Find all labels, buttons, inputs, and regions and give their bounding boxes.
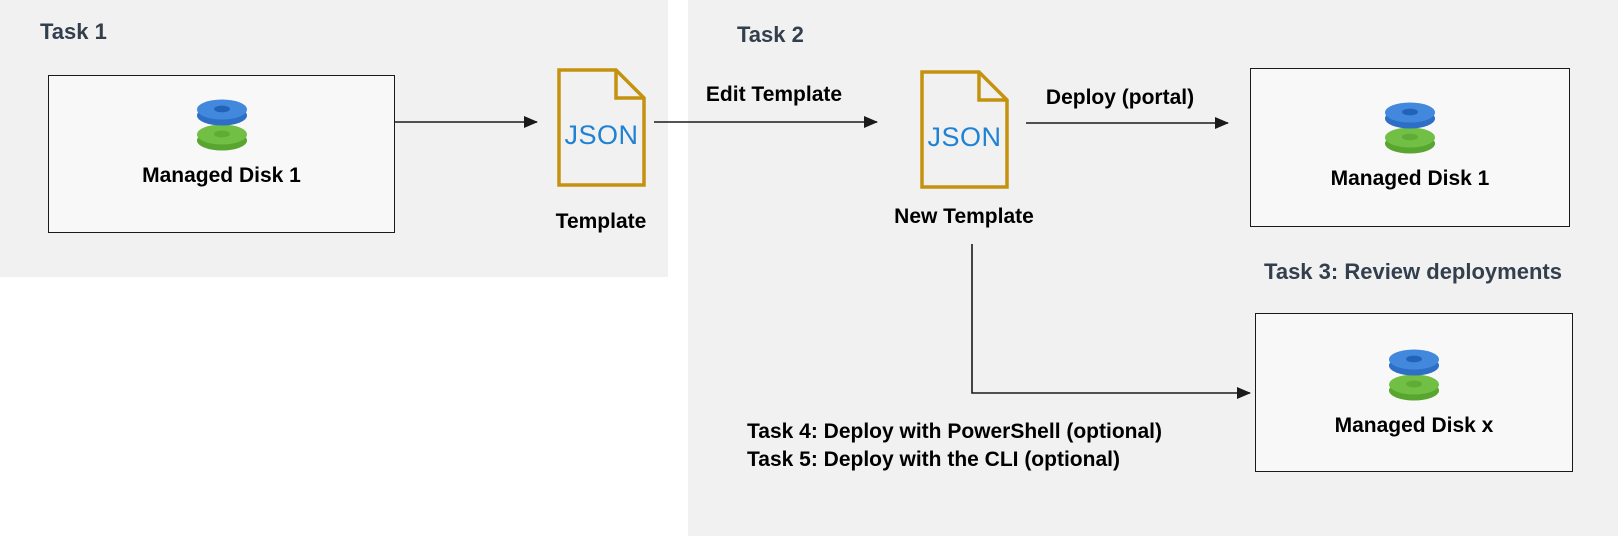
disk-stack-icon [1385,102,1435,154]
managed-disk-1-deployed-box: Managed Disk 1 [1250,68,1570,227]
task1-heading: Task 1 [40,19,107,44]
task45-text-block: Task 4: Deploy with PowerShell (optional… [747,418,1162,474]
template-label: Template [555,210,647,233]
disk-stack-icon [1389,349,1439,401]
task2-heading: Task 2 [737,22,804,47]
task3-heading: Task 3: Review deployments [1264,259,1562,284]
managed-disk-x-box: Managed Disk x [1255,313,1573,472]
json-file-text: JSON [927,122,1001,152]
edit-template-label: Edit Template [705,83,843,106]
json-file-text: JSON [564,120,638,150]
managed-disk-1-box: Managed Disk 1 [48,75,395,233]
task5-label: Task 5: Deploy with the CLI (optional) [747,448,1120,471]
json-new-template-file-icon: JSON [920,70,1009,189]
disk-box-label: Managed Disk 1 [142,164,301,187]
disk-box-label: Managed Disk x [1334,414,1494,437]
disk-stack-icon [196,99,247,151]
json-template-file-icon: JSON [557,68,646,187]
new-template-label: New Template [894,205,1034,228]
disk-box-label: Managed Disk 1 [1330,167,1490,190]
task4-label: Task 4: Deploy with PowerShell (optional… [747,420,1162,443]
deploy-portal-label: Deploy (portal) [1045,86,1195,109]
